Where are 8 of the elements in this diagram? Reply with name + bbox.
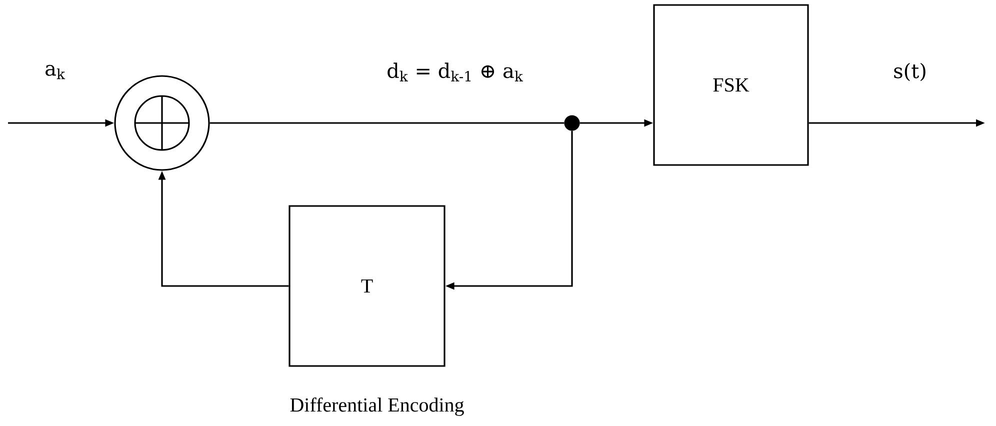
edge-label: s(t) [892,62,928,82]
xor-adder [114,75,210,171]
edge-label: a$_{k}$ [44,64,66,80]
junction-dot [564,115,580,131]
edge-label: d$_{k}$ = d$_{k-1}$ ⊕ a$_{k}$ [386,62,524,82]
process-box: T [288,205,446,367]
node-label: Differential Encoding [290,397,464,416]
process-box: FSK [653,4,809,166]
